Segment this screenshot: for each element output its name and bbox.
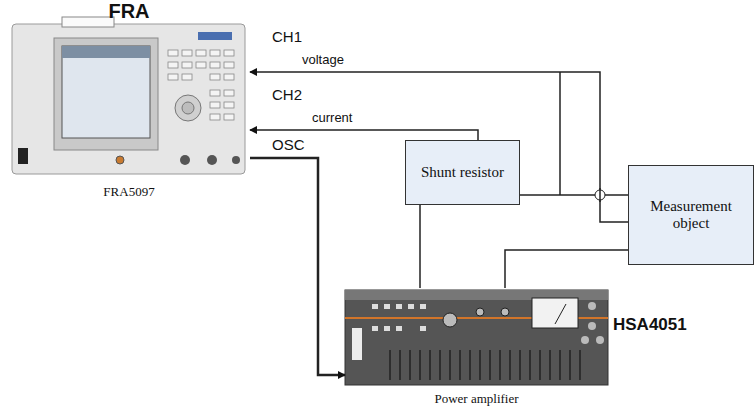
signal-wire	[250, 158, 345, 375]
channel-label: CH1	[272, 28, 302, 45]
component-box: Measurement object	[628, 165, 754, 265]
signal-wire	[505, 250, 628, 288]
signal-wire	[520, 194, 628, 196]
model-number: HSA4051	[613, 315, 687, 335]
power-amplifier	[345, 290, 608, 385]
instrument-node: HSA4051Power amplifier	[345, 288, 705, 410]
fra-instrument	[12, 17, 245, 174]
device-caption: Power amplifier	[345, 391, 608, 407]
signal-label: voltage	[300, 52, 346, 67]
channel-label: CH2	[272, 86, 302, 103]
component-box: Shunt resistor	[405, 140, 520, 205]
instrument-node: FRA FRA5097	[8, 0, 250, 205]
signal-wire	[419, 205, 421, 288]
box-label: Measurement object	[634, 198, 748, 232]
signal-wire	[250, 72, 628, 222]
voltage-tap-wire	[559, 72, 561, 195]
voltage-wire-hop	[599, 188, 601, 202]
model-number: FRA5097	[8, 184, 250, 200]
box-label: Shunt resistor	[421, 164, 504, 181]
signal-label: current	[310, 110, 354, 125]
channel-label: OSC	[272, 136, 305, 153]
instrument-title: FRA	[8, 0, 250, 23]
